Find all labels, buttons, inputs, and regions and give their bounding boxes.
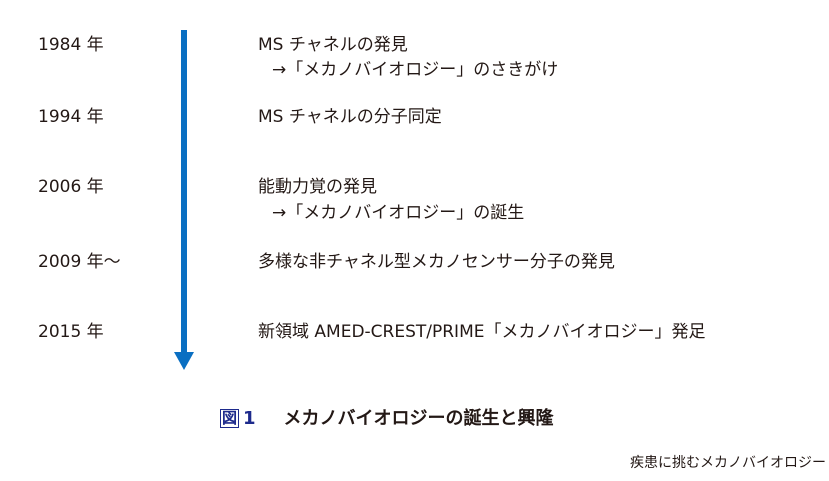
event-2006-note: →「メカノバイオロジー」の誕生 (272, 203, 525, 223)
figure-number: 1 (243, 408, 256, 429)
event-1994: MS チャネルの分子同定 (258, 107, 442, 127)
year-2006: 2006 年 (38, 177, 104, 197)
event-2006: 能動力覚の発見 (258, 177, 377, 197)
year-2009: 2009 年～ (38, 252, 121, 272)
event-1984-note: →「メカノバイオロジー」のさきがけ (272, 60, 559, 80)
year-1994: 1994 年 (38, 107, 104, 127)
event-1984: MS チャネルの発見 (258, 35, 408, 55)
timeline-arrow-shaft (181, 30, 187, 355)
year-2015: 2015 年 (38, 322, 104, 342)
event-2009: 多様な非チャネル型メカノセンサー分子の発見 (258, 252, 615, 272)
timeline-arrow-head (174, 352, 194, 370)
figure-label: 図 (220, 409, 240, 428)
event-2015: 新領域 AMED-CREST/PRIME「メカノバイオロジー」発足 (258, 322, 706, 342)
year-1984: 1984 年 (38, 35, 104, 55)
footer-source: 疾患に挑むメカノバイオロジー (630, 455, 826, 471)
figure-title: メカノバイオロジーの誕生と興隆 (283, 408, 554, 429)
